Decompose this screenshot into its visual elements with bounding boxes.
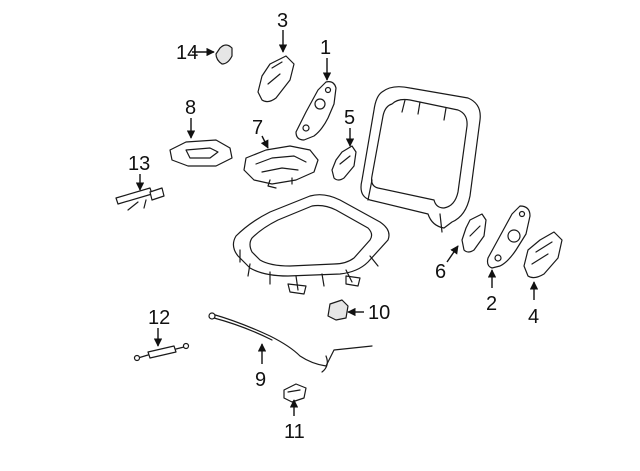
callout-2: 2 <box>486 293 497 315</box>
part-10-clip <box>327 299 349 321</box>
callout-6: 6 <box>435 261 446 283</box>
seat-cushion-frame <box>232 194 390 295</box>
part-12-strut <box>133 342 190 362</box>
callout-11: 11 <box>284 421 305 443</box>
part-6-bracket <box>461 213 487 253</box>
part-9-cable <box>208 312 373 373</box>
callout-3: 3 <box>277 10 288 32</box>
part-7-seat-pan <box>243 145 319 189</box>
part-13-bolts <box>115 187 165 211</box>
callout-14: 14 <box>176 42 198 64</box>
part-1-recliner-plate <box>295 81 337 141</box>
callout-9: 9 <box>255 369 266 391</box>
part-2-recliner-plate <box>486 205 531 269</box>
callout-5: 5 <box>344 107 355 129</box>
callout-13: 13 <box>128 153 150 175</box>
part-11-handle <box>283 383 307 403</box>
seat-back-frame <box>360 86 481 233</box>
part-4-cover <box>523 231 563 279</box>
leader-lines <box>135 30 539 416</box>
part-14-knob <box>215 44 233 65</box>
callout-labels: 1 2 3 4 5 6 7 8 9 10 11 12 13 14 <box>128 10 539 443</box>
callout-12: 12 <box>148 307 170 329</box>
part-8-pad <box>169 139 233 167</box>
callout-4: 4 <box>528 306 539 328</box>
callout-7: 7 <box>252 117 263 139</box>
part-5-bracket <box>331 145 357 181</box>
callout-1: 1 <box>320 37 331 59</box>
callout-8: 8 <box>185 97 196 119</box>
callout-10: 10 <box>368 302 390 324</box>
part-3-cover <box>257 55 295 103</box>
